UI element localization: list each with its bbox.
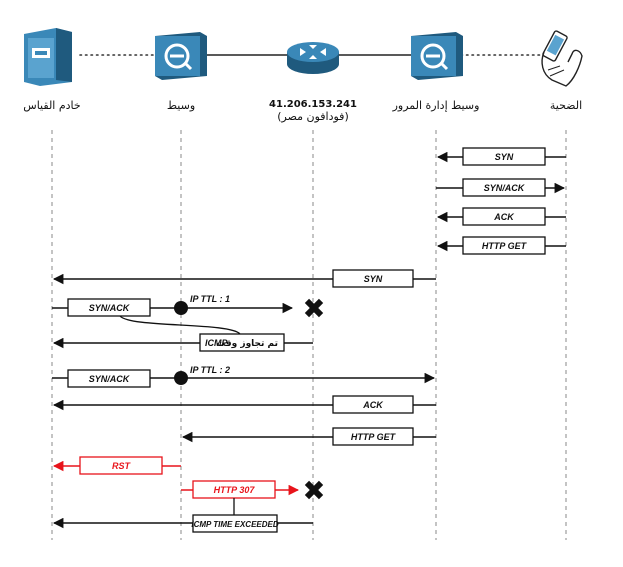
proxy-icon [155,32,207,80]
svg-text:IP TTL : 1: IP TTL : 1 [190,294,230,304]
message-ack-server: ACK [52,395,436,414]
svg-text:RST: RST [112,461,132,471]
svg-text:SYN: SYN [495,152,514,162]
message-synack-ttl1: SYN/ACK IP TTL : 1 [52,294,324,335]
svg-text:ICMP: ICMP [205,338,228,348]
message-icmp-ttl: ICMP تم تجاوز وقت [52,333,313,352]
router-icon [287,42,339,74]
traffic-proxy-label: وسيط إدارة المرور [392,99,480,112]
victim-label: الضحية [550,99,582,112]
server-icon [24,28,72,86]
svg-text:SYN: SYN [364,274,383,284]
svg-text:تم تجاوز وقت: تم تجاوز وقت [216,339,278,349]
message-syn-server: SYN [52,269,436,288]
messages: SYN SYN/ACK ACK HTTP GET SYN [52,147,566,533]
proxy-label: وسيط [167,99,195,112]
svg-text:SYN/ACK: SYN/ACK [89,374,131,384]
router-ip: 41.206.153.241 [269,99,357,110]
message-httpget-victim: HTTP GET [436,236,566,255]
message-http307: HTTP 307 [181,480,324,515]
svg-text:IP TTL : 2: IP TTL : 2 [190,365,230,375]
ttl-marker [174,371,188,385]
measurement-server-label: خادم القياس [23,99,80,112]
message-synack-ttl2: SYN/ACK IP TTL : 2 [52,365,436,388]
svg-text:ICMP TIME EXCEEDED: ICMP TIME EXCEEDED [191,520,278,529]
svg-text:HTTP 307: HTTP 307 [214,485,256,495]
drop-x-icon [304,298,324,318]
message-rst: RST [52,456,181,475]
message-ack-victim: ACK [436,207,566,226]
svg-text:SYN/ACK: SYN/ACK [89,303,131,313]
svg-text:ACK: ACK [362,400,384,410]
drop-x-icon [304,480,324,500]
traffic-proxy-icon [411,32,463,80]
svg-text:HTTP GET: HTTP GET [351,432,397,442]
ttl-marker [174,301,188,315]
hand-phone-icon [541,30,583,87]
svg-text:HTTP GET: HTTP GET [482,241,528,251]
message-synack-victim: SYN/ACK [436,178,566,197]
message-httpget-proxy: HTTP GET [181,427,436,446]
message-icmp-exceeded: ICMP TIME EXCEEDED [52,514,313,533]
svg-text:ACK: ACK [493,212,515,222]
node-labels: خادم القياس وسيط 41.206.153.241 (فودافون… [23,99,582,123]
message-syn-victim: SYN [436,147,566,166]
svg-text:SYN/ACK: SYN/ACK [484,183,526,193]
router-label: (فودافون مصر) [277,110,349,123]
